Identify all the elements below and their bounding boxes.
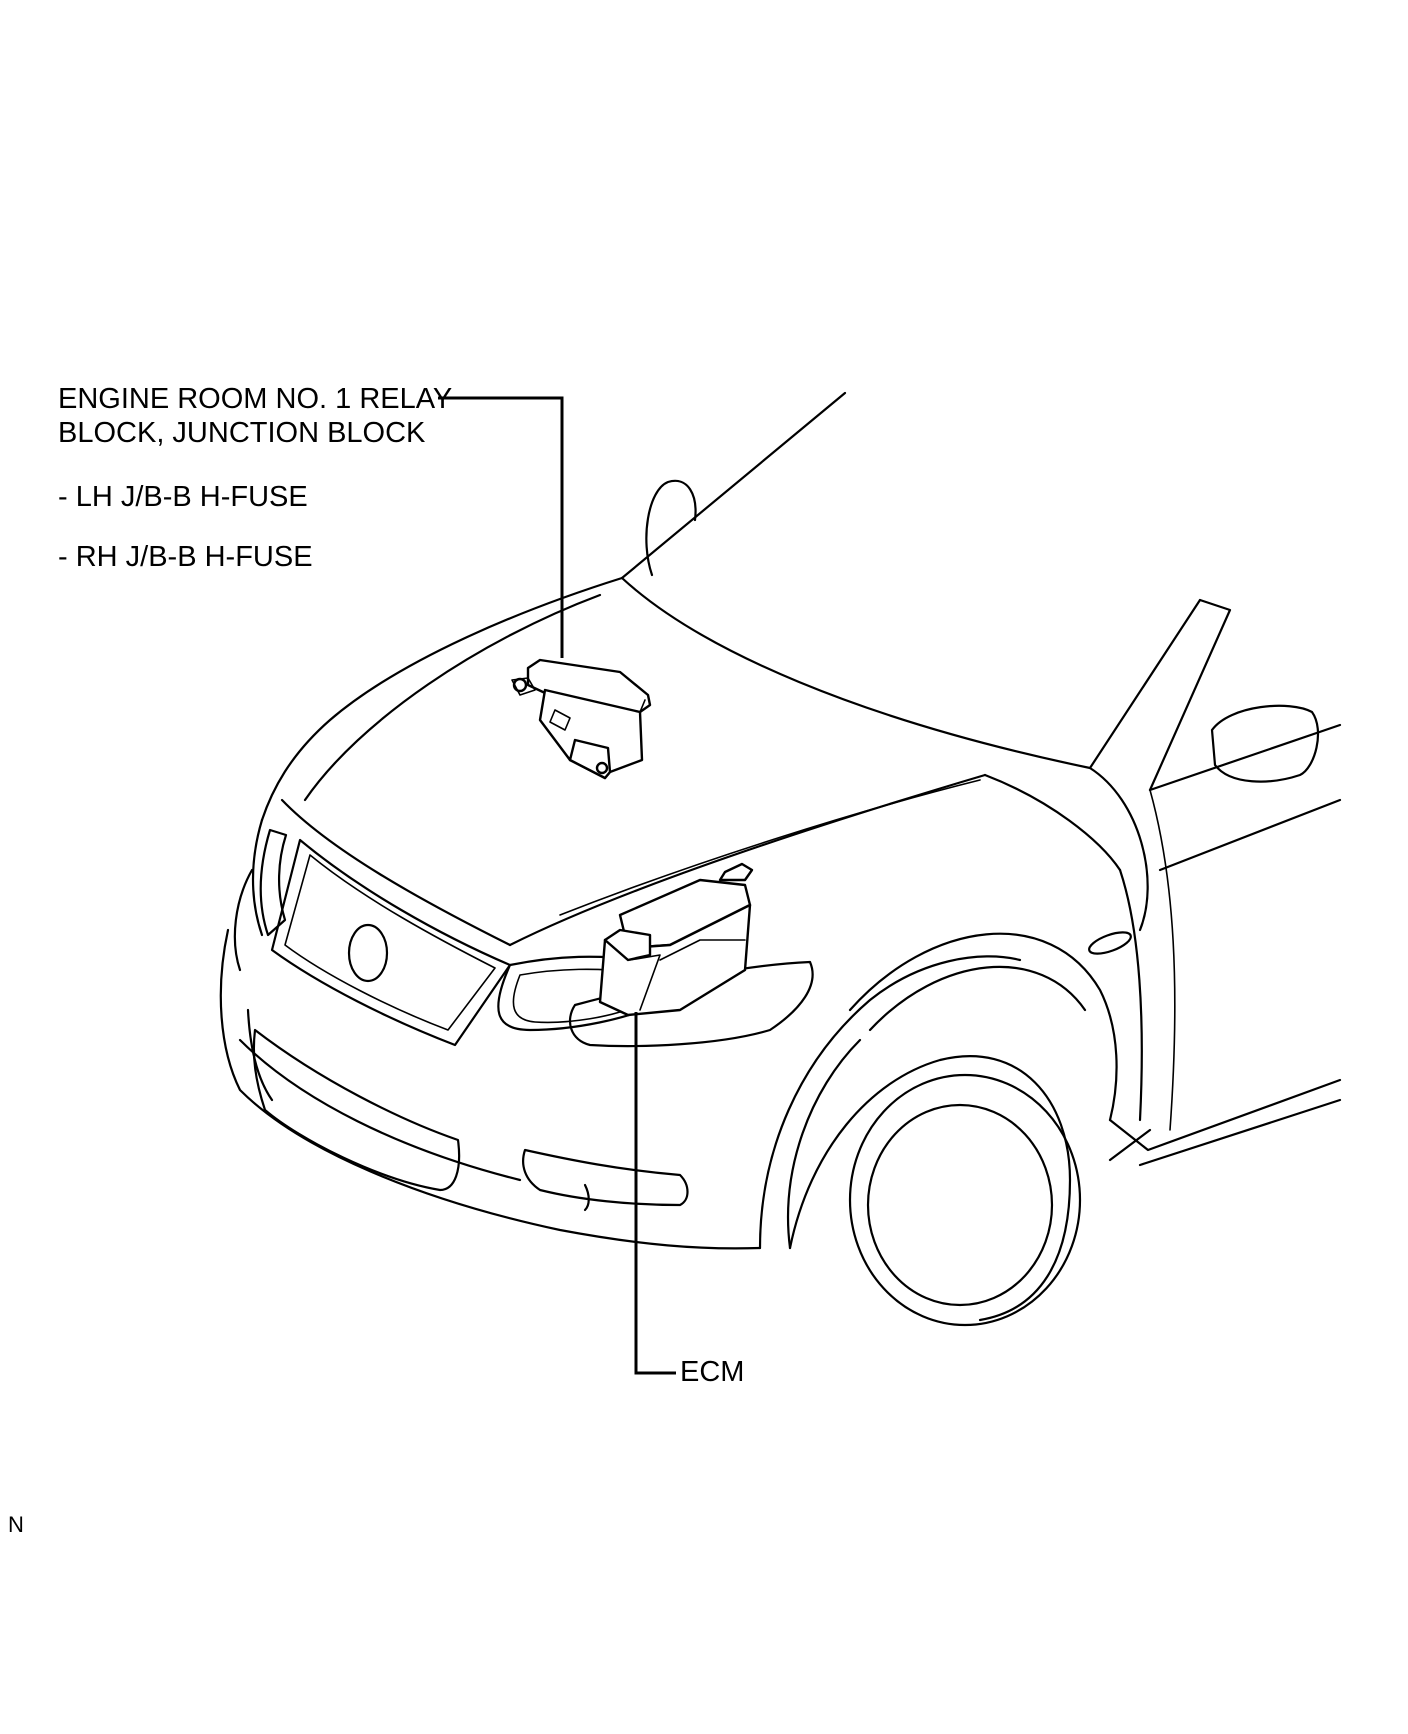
relay-block-label-line1: ENGINE ROOM NO. 1 RELAY (58, 383, 453, 415)
callout-leaders (438, 396, 676, 1375)
relay-block-leader (438, 396, 564, 658)
ecm-label: ECM (680, 1356, 745, 1388)
corner-code-label: N (8, 1512, 24, 1537)
rh-fuse-label: - RH J/B-B H-FUSE (58, 541, 313, 573)
ecm-leader (634, 1012, 676, 1375)
lh-fuse-label: - LH J/B-B H-FUSE (58, 481, 308, 513)
vehicle-outline (219, 391, 1342, 1327)
relay-block-label-line2: BLOCK, JUNCTION BLOCK (58, 417, 426, 449)
relay-junction-block-illustration (511, 658, 652, 780)
ecm-illustration (598, 862, 754, 1017)
